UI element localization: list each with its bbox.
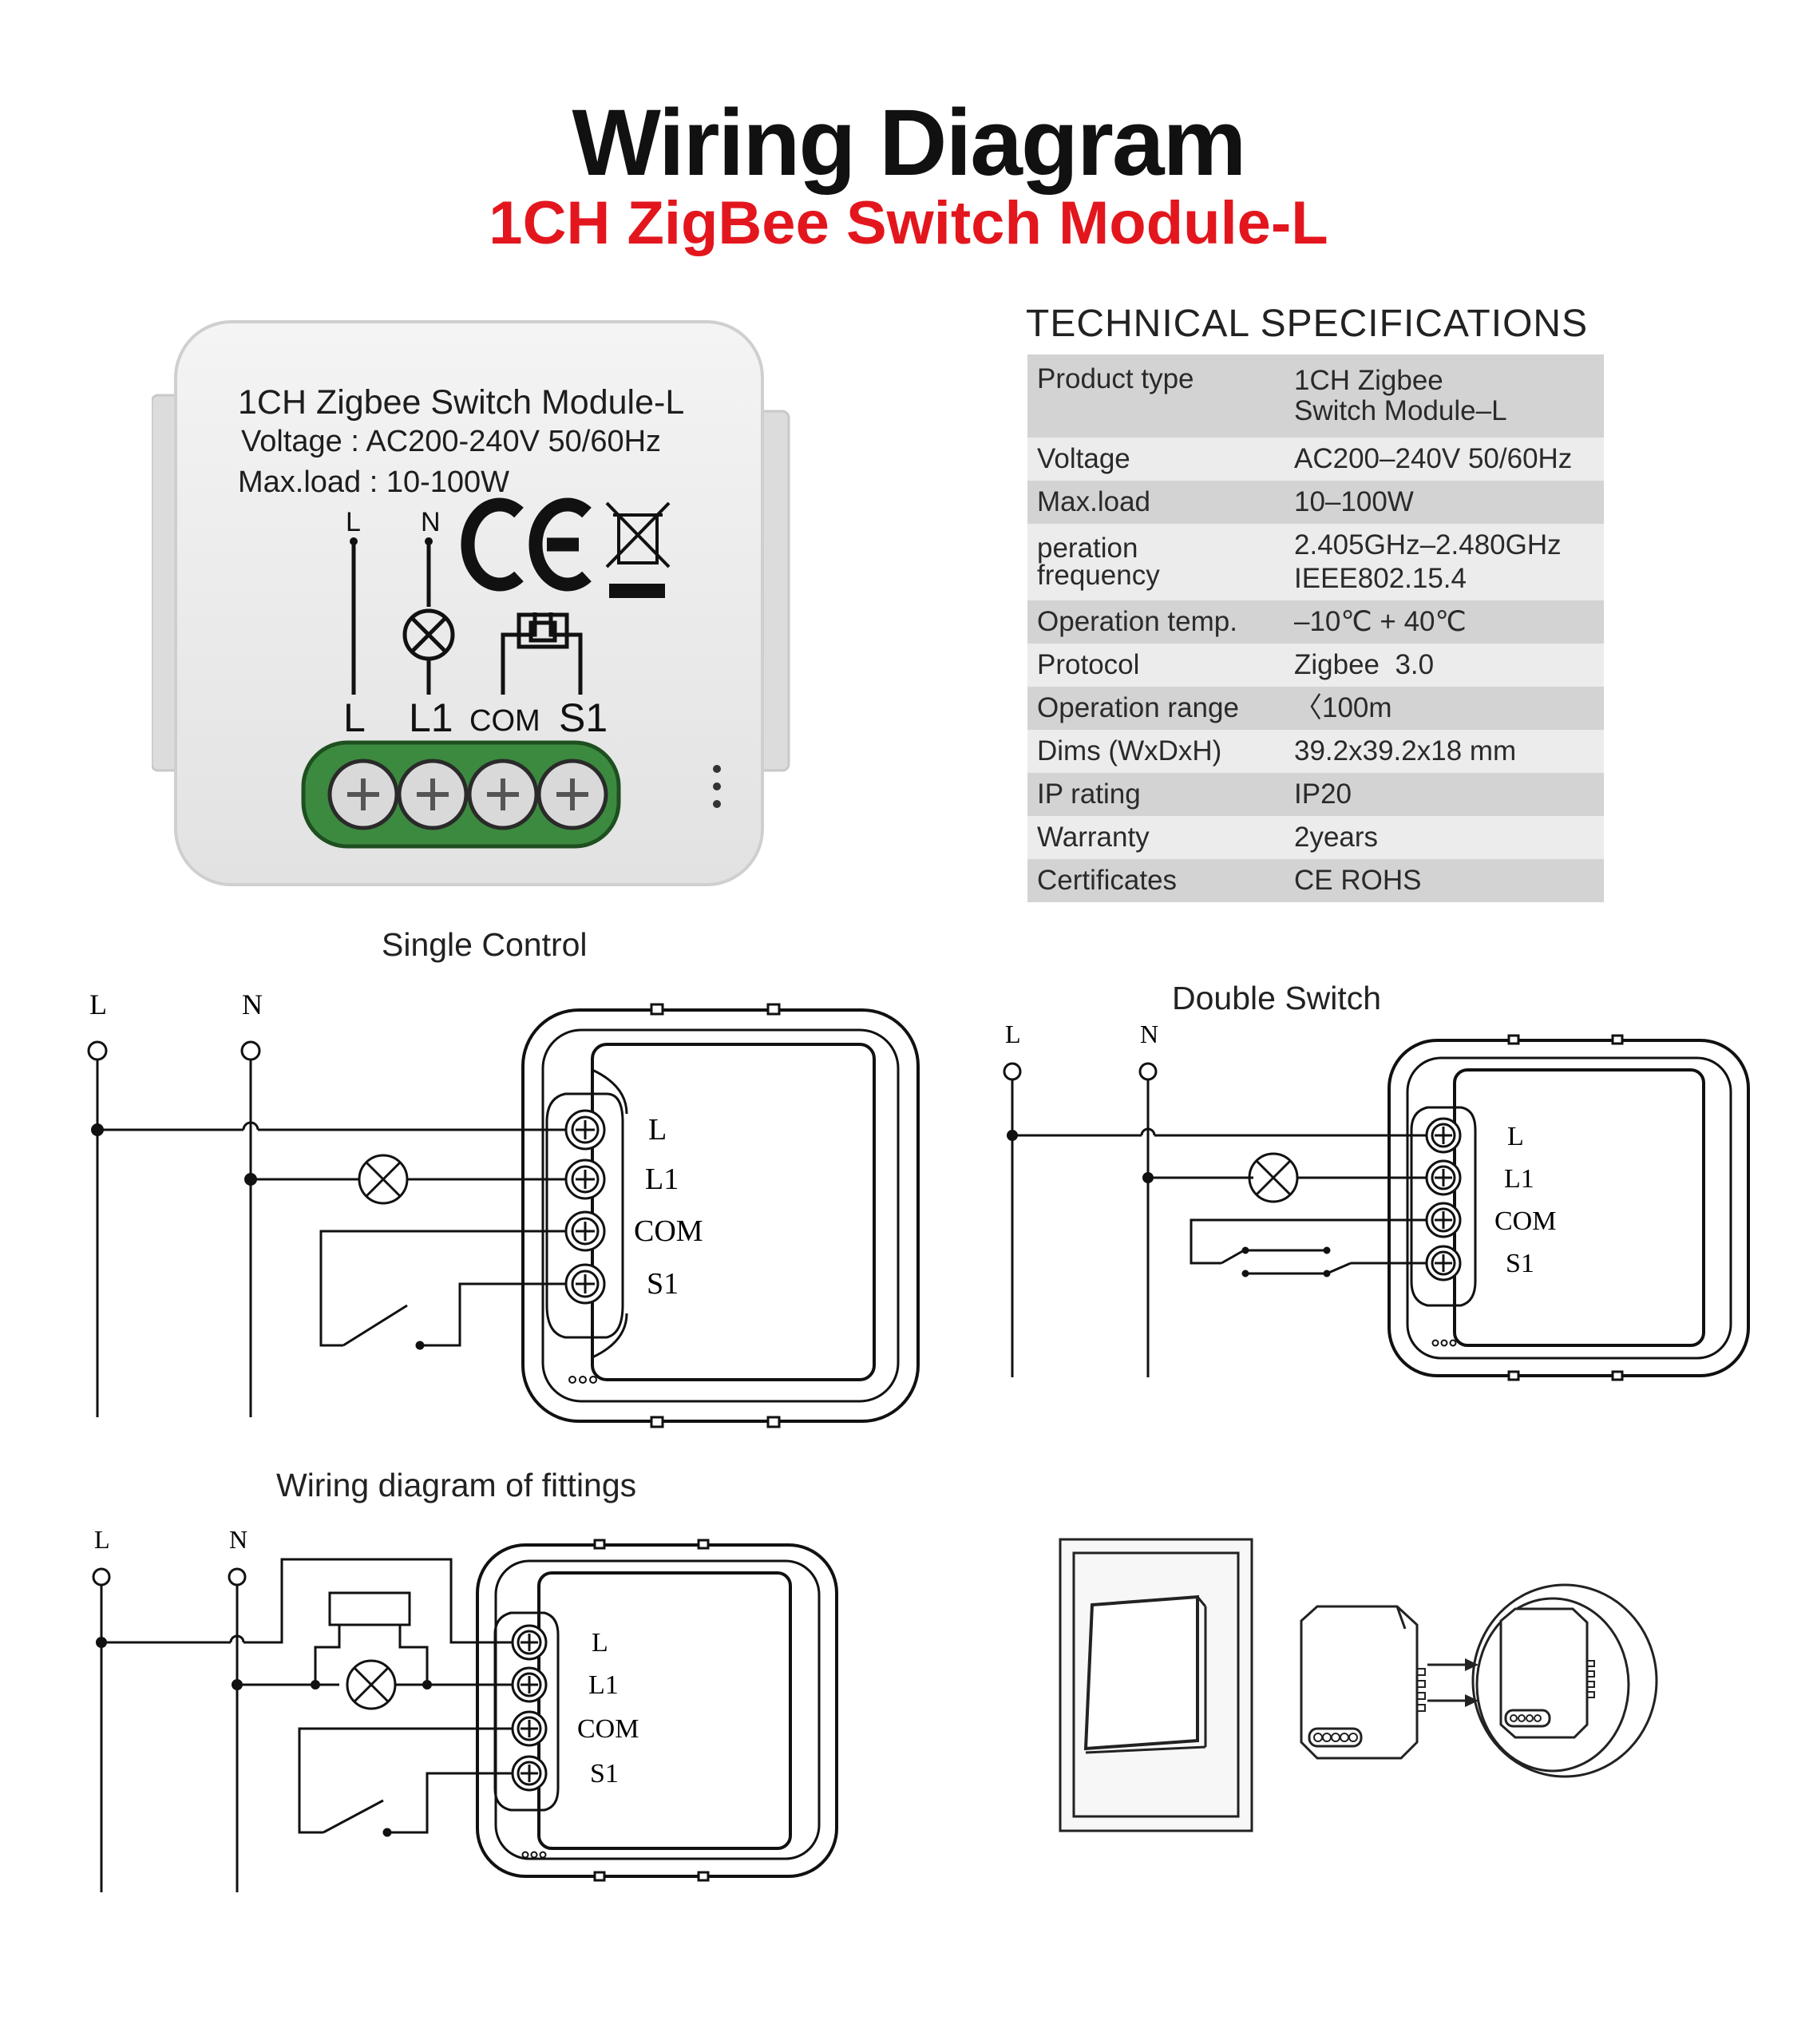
spec-label: IP rating bbox=[1027, 773, 1285, 816]
module-wiring-sketch bbox=[351, 543, 583, 695]
fittings-terminal-COM: COM bbox=[577, 1714, 639, 1744]
spec-label: Operation temp. bbox=[1027, 600, 1285, 644]
product-maxload-label: Max.load : 10-100W bbox=[238, 465, 510, 499]
status-dots bbox=[713, 765, 721, 808]
arrow-right-icon bbox=[1427, 1663, 1465, 1702]
page-title: Wiring Diagram bbox=[572, 90, 1247, 196]
double-terminal-L: L bbox=[1507, 1122, 1524, 1151]
spec-label: Max.load bbox=[1027, 481, 1285, 524]
installation-illustration bbox=[1059, 1538, 1658, 1832]
fittings-terminal-S1: S1 bbox=[590, 1759, 619, 1788]
double-N-label: N bbox=[1140, 1020, 1158, 1048]
spec-label: Product type bbox=[1027, 355, 1285, 438]
product-name-label: 1CH Zigbee Switch Module-L bbox=[238, 383, 685, 422]
spec-label: Dims (WxDxH) bbox=[1027, 730, 1285, 773]
single-terminal-screws bbox=[564, 1109, 606, 1305]
double-terminal-S1: S1 bbox=[1506, 1249, 1534, 1278]
double-L-label: L bbox=[1005, 1020, 1021, 1048]
spec-value: 1CH Zigbee Switch Module–L bbox=[1285, 355, 1604, 438]
spec-value: 2years bbox=[1285, 816, 1604, 859]
module-icon bbox=[1300, 1605, 1426, 1760]
spec-value: 39.2x39.2x18 mm bbox=[1285, 730, 1604, 773]
product-bottom-COM: COM bbox=[469, 704, 540, 738]
spec-value: 2.405GHz–2.480GHz IEEE802.15.4 bbox=[1285, 524, 1604, 600]
fittings-terminal-L1: L1 bbox=[588, 1670, 619, 1700]
single-L-label: L bbox=[89, 988, 107, 1020]
single-control-title: Single Control bbox=[382, 926, 588, 963]
spec-value: –10℃ + 40℃ bbox=[1285, 600, 1604, 644]
spec-label: Protocol bbox=[1027, 644, 1285, 687]
single-N-label: N bbox=[242, 988, 263, 1020]
spec-label: Warranty bbox=[1027, 816, 1285, 859]
wall-switch-icon bbox=[1059, 1538, 1253, 1832]
spec-value: CE ROHS bbox=[1285, 859, 1604, 902]
page-subtitle: 1CH ZigBee Switch Module-L bbox=[489, 189, 1328, 257]
double-terminal-screws bbox=[1425, 1117, 1462, 1281]
spec-heading: TECHNICAL SPECIFICATIONS bbox=[1026, 303, 1589, 345]
terminal-screws bbox=[327, 759, 608, 830]
single-terminal-L1: L1 bbox=[645, 1163, 679, 1196]
double-terminal-COM: COM bbox=[1494, 1206, 1556, 1236]
product-bottom-S1: S1 bbox=[559, 695, 608, 740]
single-terminal-L: L bbox=[648, 1113, 667, 1147]
double-switch-diagram: L N L L1 COM S1 bbox=[1003, 1020, 1750, 1381]
fittings-diagram: L N L L1 COM S1 bbox=[92, 1525, 838, 1892]
fittings-terminal-screws bbox=[511, 1624, 548, 1792]
spec-label: peration frequency bbox=[1027, 524, 1285, 600]
spec-label: Operation range bbox=[1027, 687, 1285, 730]
single-terminal-COM: COM bbox=[634, 1214, 703, 1248]
fittings-terminal-L: L bbox=[592, 1628, 608, 1658]
ce-mark-icon bbox=[461, 497, 592, 592]
spec-label: Voltage bbox=[1027, 438, 1285, 481]
spec-value: AC200–240V 50/60Hz bbox=[1285, 438, 1604, 481]
spec-value: 〈100m bbox=[1285, 687, 1604, 730]
spec-row: Operation temp.–10℃ + 40℃ bbox=[1027, 600, 1604, 644]
weee-bin-icon bbox=[605, 501, 671, 598]
spec-row: Dims (WxDxH)39.2x39.2x18 mm bbox=[1027, 730, 1604, 773]
product-bottom-L: L bbox=[343, 695, 366, 740]
module-body bbox=[174, 320, 764, 886]
double-switch-title: Double Switch bbox=[1172, 980, 1382, 1016]
spec-row: Operation range〈100m bbox=[1027, 687, 1604, 730]
double-terminal-L1: L1 bbox=[1504, 1164, 1534, 1194]
product-voltage-label: Voltage : AC200-240V 50/60Hz bbox=[241, 425, 662, 458]
single-control-diagram: L N L L1 COM S1 bbox=[87, 988, 920, 1428]
spec-value: IP20 bbox=[1285, 773, 1604, 816]
product-bottom-L1: L1 bbox=[409, 695, 453, 740]
spec-label: Certificates bbox=[1027, 859, 1285, 902]
single-terminal-S1: S1 bbox=[647, 1267, 679, 1301]
spec-value: 10–100W bbox=[1285, 481, 1604, 524]
product-top-L: L bbox=[346, 507, 361, 537]
product-photo bbox=[152, 320, 790, 886]
spec-value: Zigbee 3.0 bbox=[1285, 644, 1604, 687]
fittings-N-label: N bbox=[229, 1525, 247, 1554]
fittings-title: Wiring diagram of fittings bbox=[276, 1467, 637, 1503]
fittings-L-label: L bbox=[94, 1525, 110, 1554]
wall-box-icon bbox=[1471, 1583, 1658, 1778]
product-top-N: N bbox=[421, 507, 441, 537]
